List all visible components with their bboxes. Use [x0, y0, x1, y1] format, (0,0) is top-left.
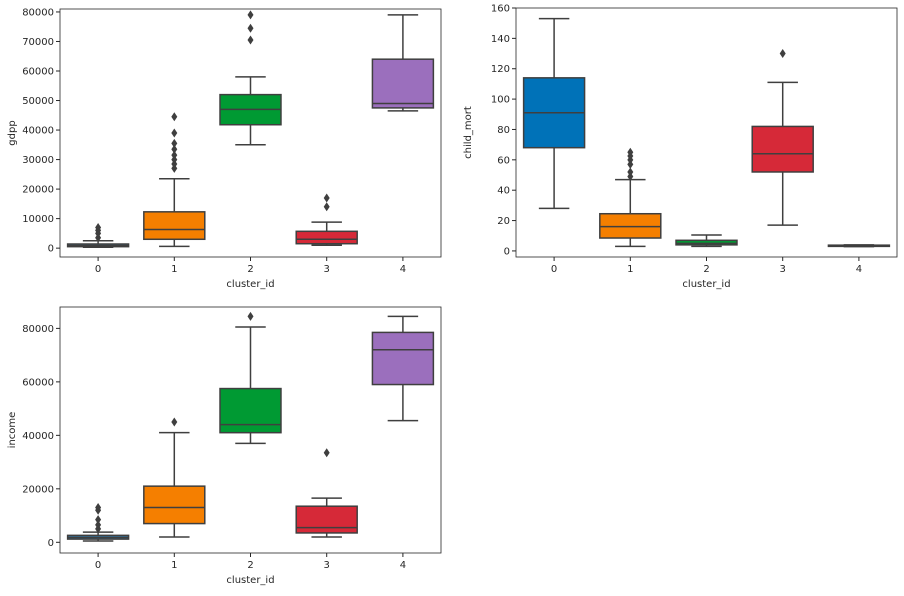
box-cluster-2 [219, 311, 282, 445]
y-tick-label: 80 [497, 125, 510, 136]
outlier-point [247, 311, 254, 321]
income-boxplot-panel: 0 20000 40000 60000 80000 0 1 2 3 4 cluster_id inco… [7, 306, 442, 586]
y-tick-label: 40 [497, 186, 510, 197]
iqr-box [143, 485, 206, 525]
outlier-point [171, 112, 178, 122]
outlier-point [627, 172, 634, 182]
x-axis-label: cluster_id [226, 279, 274, 290]
axes-frame [515, 7, 898, 258]
outlier-point [171, 144, 178, 154]
outlier-point [323, 202, 330, 212]
outlier-point [247, 10, 254, 20]
outlier-point [95, 515, 102, 525]
outlier-point [95, 520, 102, 530]
iqr-box [751, 125, 814, 173]
outlier-point [171, 138, 178, 148]
box-cluster-3 [751, 49, 814, 226]
iqr-box [295, 505, 358, 534]
y-tick-label: 140 [491, 34, 510, 45]
y-tick-label: 20 [497, 216, 510, 227]
outlier-point [171, 417, 178, 427]
outlier-point [247, 23, 254, 33]
outlier-point [323, 193, 330, 203]
x-tick-label: 3 [324, 560, 330, 571]
y-tick-label: 10000 [22, 214, 54, 225]
outlier-point [627, 159, 634, 169]
x-tick-label: 2 [247, 560, 253, 571]
x-tick-label: 0 [551, 264, 557, 275]
y-tick-label: 20000 [22, 185, 54, 196]
child-mort-boxplot-panel: 0 20 40 60 80 100 120 140 160 0 1 2 3 4 cluster_id chil… [463, 4, 898, 290]
y-tick-label: 40000 [22, 126, 54, 137]
x-tick-label: 1 [627, 264, 633, 275]
y-tick-label: 80000 [22, 324, 54, 335]
y-tick-label: 70000 [22, 37, 54, 48]
box-cluster-4 [827, 244, 891, 248]
outlier-point [627, 147, 634, 157]
y-tick-label: 50000 [22, 96, 54, 107]
y-tick-label: 60000 [22, 377, 54, 388]
x-tick-label: 1 [171, 264, 177, 275]
x-tick-label: 1 [171, 560, 177, 571]
box-cluster-1 [143, 112, 206, 248]
box-cluster-3 [295, 448, 358, 538]
outlier-point [95, 503, 102, 513]
y-tick-label: 30000 [22, 155, 54, 166]
box-cluster-2 [219, 10, 282, 146]
iqr-box [599, 212, 662, 239]
box-cluster-0 [66, 222, 130, 249]
y-axis-label: gdpp [7, 120, 18, 145]
y-tick-label: 80000 [22, 7, 54, 18]
outlier-point [247, 35, 254, 45]
box-cluster-0 [66, 503, 130, 542]
box-cluster-3 [295, 193, 358, 246]
x-tick-label: 3 [324, 264, 330, 275]
y-tick-label: 20000 [22, 484, 54, 495]
axes-frame [59, 8, 442, 258]
gdpp-boxplot-panel: 0 10000 20000 30000 40000 50000 60000 70000 8000… [7, 7, 442, 290]
y-tick-label: 60 [497, 155, 510, 166]
outlier-point [95, 222, 102, 232]
y-tick-label: 120 [491, 64, 510, 75]
y-tick-label: 160 [491, 4, 510, 15]
y-axis-label: income [7, 412, 18, 449]
iqr-box [295, 230, 358, 245]
x-tick-label: 0 [95, 560, 101, 571]
x-tick-label: 3 [780, 264, 786, 275]
box-cluster-4 [371, 14, 435, 112]
y-tick-label: 0 [48, 538, 54, 549]
x-tick-label: 0 [95, 264, 101, 275]
outlier-point [171, 150, 178, 160]
iqr-box [219, 387, 282, 434]
x-tick-label: 4 [400, 560, 406, 571]
y-tick-label: 60000 [22, 67, 54, 78]
box-cluster-1 [599, 147, 662, 248]
outlier-point [171, 128, 178, 138]
x-tick-label: 4 [400, 264, 406, 275]
x-axis-label: cluster_id [682, 279, 730, 290]
outlier-point [779, 49, 786, 59]
y-axis-label: child_mort [463, 106, 474, 159]
y-tick-label: 0 [504, 246, 510, 257]
box-cluster-4 [371, 315, 435, 422]
outlier-point [627, 167, 634, 177]
box-cluster-1 [143, 417, 206, 538]
box-cluster-0 [522, 17, 586, 210]
outlier-point [323, 448, 330, 458]
iqr-box [143, 211, 206, 241]
x-tick-label: 4 [856, 264, 862, 275]
x-tick-label: 2 [703, 264, 709, 275]
axes-frame [59, 306, 442, 554]
y-tick-label: 40000 [22, 431, 54, 442]
box-cluster-2 [675, 234, 738, 248]
iqr-box [371, 331, 435, 386]
x-tick-label: 2 [247, 264, 253, 275]
y-tick-label: 100 [491, 95, 510, 106]
x-axis-label: cluster_id [226, 575, 274, 586]
y-tick-label: 0 [48, 244, 54, 255]
iqr-box [371, 58, 435, 109]
iqr-box [675, 239, 738, 246]
